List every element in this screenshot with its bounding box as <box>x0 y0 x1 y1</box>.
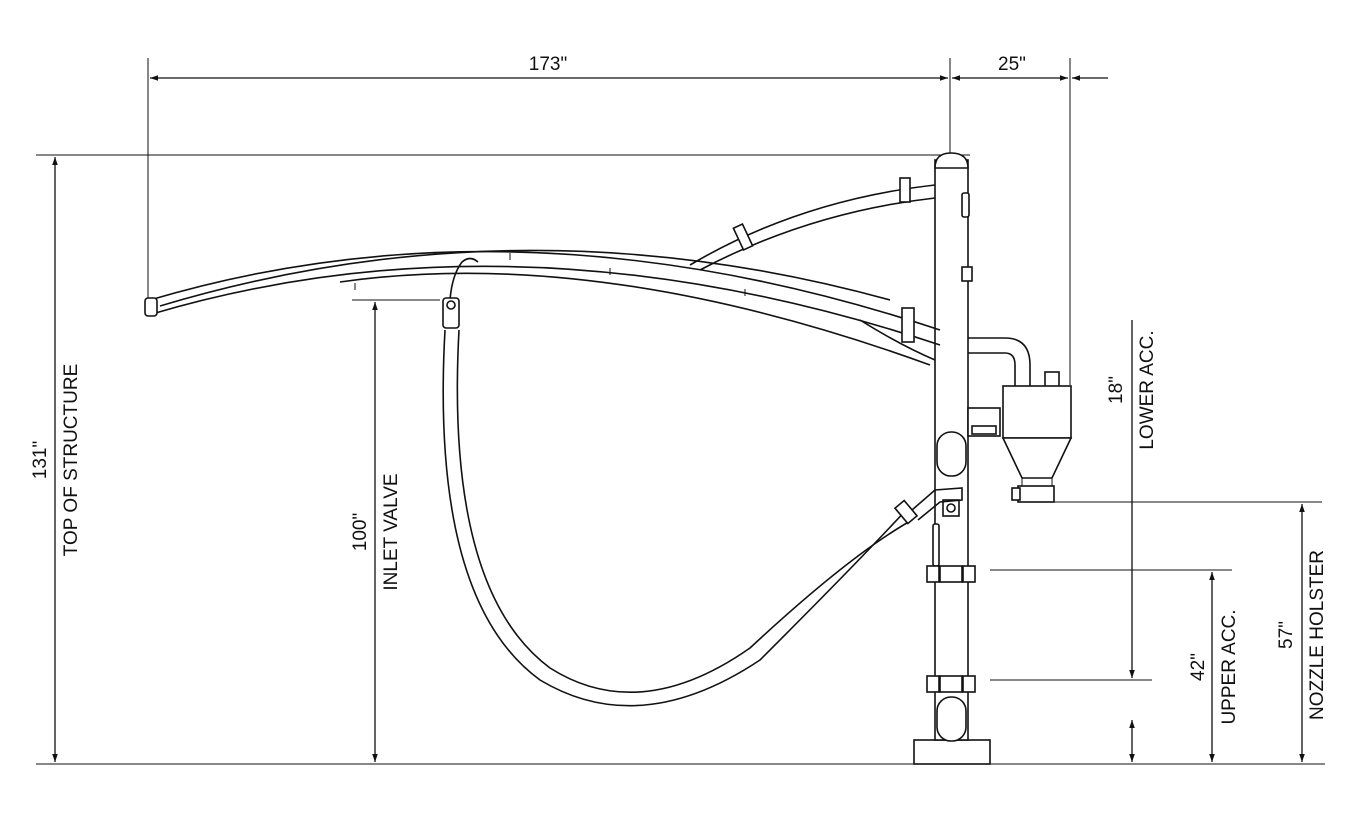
dim-height-top: 131" TOP OF STRUCTURE <box>30 157 82 762</box>
dim-height-inlet-label: INLET VALVE <box>381 473 402 590</box>
dim-nozzle-holster: 57" NOZZLE HOLSTER <box>1040 501 1328 762</box>
dim-width-overall: 173" <box>147 54 951 300</box>
dim-width-overall-text: 173" <box>529 54 567 75</box>
dim-nozzle-holster-value: 57" <box>1276 621 1297 649</box>
cyclone-separator <box>968 337 1073 503</box>
dim-upper-acc-label: UPPER ACC. <box>1219 609 1240 724</box>
dim-height-inlet: 100" INLET VALVE <box>350 299 440 762</box>
dim-width-offset-text: 25" <box>998 54 1026 75</box>
dim-lower-acc-value: 18" <box>1106 376 1127 404</box>
dim-lower-acc-label: LOWER ACC. <box>1137 330 1158 449</box>
dim-upper-acc-value: 42" <box>1188 653 1209 681</box>
dim-height-inlet-value: 100" <box>350 513 371 551</box>
dim-width-offset: 25" <box>952 54 1108 385</box>
curved-boom <box>144 177 941 366</box>
dim-lower-acc: 18" LOWER ACC. <box>990 320 1158 762</box>
vertical-column <box>926 152 1001 742</box>
dim-upper-acc: 42" UPPER ACC. <box>990 569 1240 762</box>
dim-nozzle-holster-label: NOZZLE HOLSTER <box>1307 550 1328 720</box>
base-plate <box>913 739 991 765</box>
inlet-hose <box>442 257 963 707</box>
dim-height-top-value: 131" <box>30 441 51 479</box>
dim-height-top-label: TOP OF STRUCTURE <box>61 364 82 556</box>
